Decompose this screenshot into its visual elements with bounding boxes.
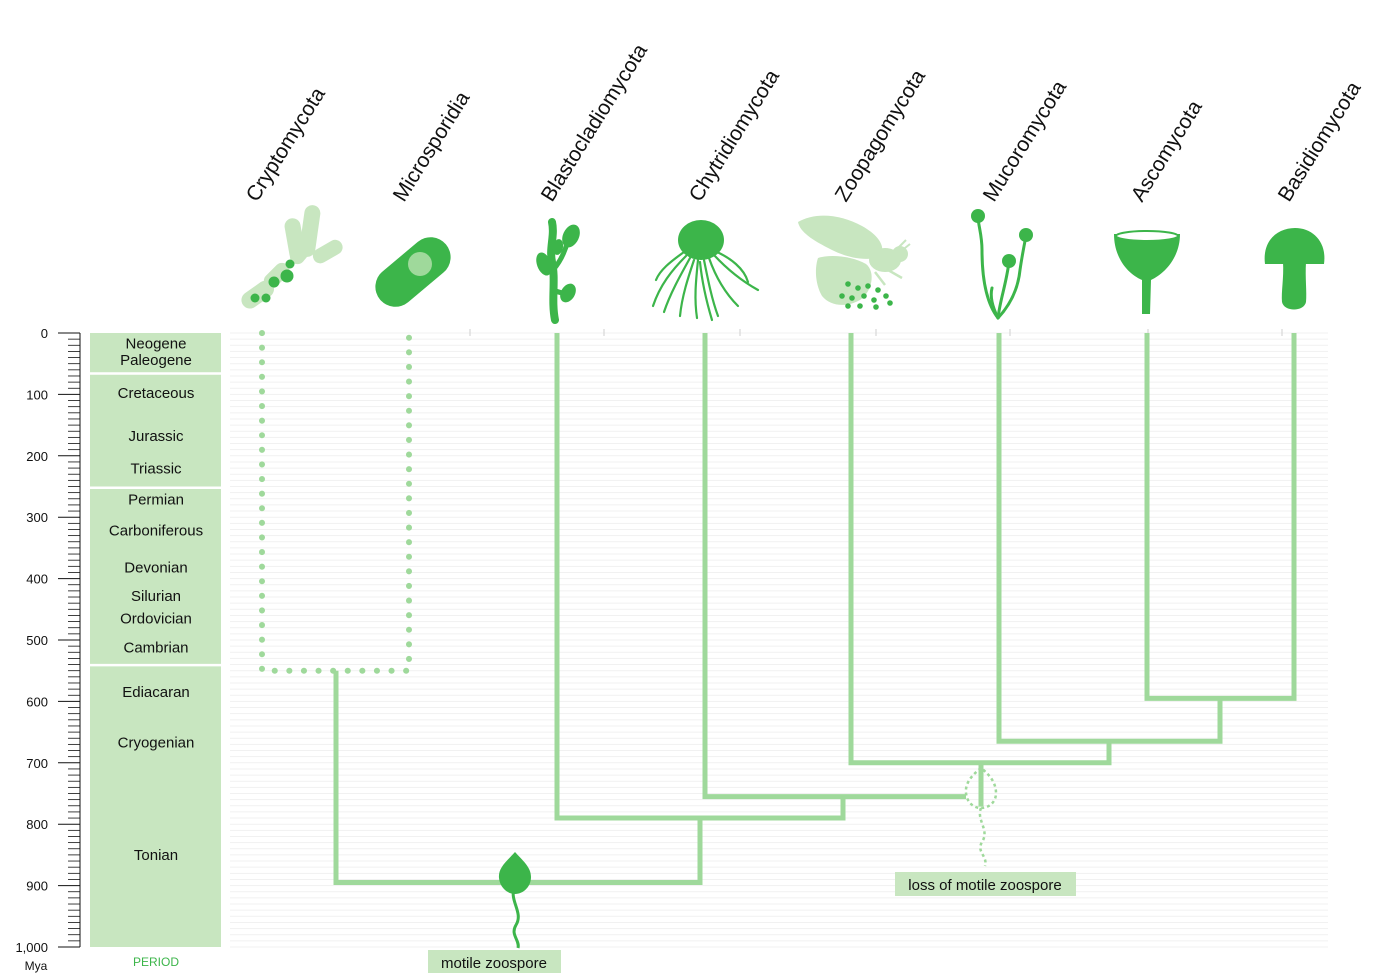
period-label: Jurassic xyxy=(128,428,184,445)
branch-blastocladiomycota xyxy=(554,333,846,821)
zoospore-flagellum xyxy=(511,885,520,949)
taxon-label-zoopagomycota: Zoopagomycota xyxy=(831,65,930,205)
period-column: NeogenePaleogeneCretaceousJurassicTriass… xyxy=(90,333,221,969)
tick-label: 100 xyxy=(26,387,48,402)
tick-label: 500 xyxy=(26,633,48,648)
period-labels: NeogenePaleogeneCretaceousJurassicTriass… xyxy=(109,335,203,863)
chytridiomycota-icon xyxy=(651,220,760,322)
tick-label: 200 xyxy=(26,449,48,464)
taxon-label-microsporidia: Microsporidia xyxy=(389,87,475,205)
branch-cryptomycota-microsporidia xyxy=(259,330,412,674)
motile-zoospore-label: motile zoospore xyxy=(441,955,547,972)
period-heading: PERIOD xyxy=(133,955,179,969)
loss-of-motile-zoospore-label-background xyxy=(895,872,1076,896)
loss-of-motile-zoospore-annotation: loss of motile zoospore xyxy=(895,766,1076,896)
time-axis-minor-ticks xyxy=(68,338,80,942)
time-axis-unit: Mya xyxy=(25,959,48,973)
period-label: Ediacaran xyxy=(122,684,190,701)
branch-root xyxy=(333,670,703,886)
period-label: Devonian xyxy=(124,560,187,577)
period-label: Carboniferous xyxy=(109,523,203,540)
era-dividers xyxy=(90,372,221,667)
period-column-background xyxy=(90,333,221,947)
taxon-label-blastocladiomycota: Blastocladiomycota xyxy=(537,40,653,206)
zoopagomycota-icon xyxy=(798,215,911,310)
loss-of-motile-zoospore-label: loss of motile zoospore xyxy=(908,877,1061,894)
taxon-label-ascomycota: Ascomycota xyxy=(1127,96,1207,205)
period-label: Cryogenian xyxy=(118,735,195,752)
motile-zoospore-label-background xyxy=(428,950,561,973)
zoospore-icon xyxy=(498,852,531,894)
cryptomycota-icon xyxy=(241,205,343,309)
period-label: Ordovician xyxy=(120,611,192,628)
timeline-grid xyxy=(230,329,1328,948)
period-label: Cretaceous xyxy=(118,385,195,402)
period-label: Silurian xyxy=(131,588,181,605)
taxon-icons xyxy=(241,205,1325,324)
time-axis: 0 100 200 300 400 500 600 700 800 900 1,000 Mya xyxy=(15,326,81,973)
taxon-label-basidiomycota: Basidiomycota xyxy=(1274,77,1366,205)
period-label: Permian xyxy=(128,491,184,508)
mucoromycota-icon xyxy=(971,209,1033,320)
period-label: Tonian xyxy=(134,847,178,864)
taxon-label-mucoromycota: Mucoromycota xyxy=(979,76,1072,205)
ascomycota-icon xyxy=(1114,230,1180,314)
tick-label: 600 xyxy=(26,694,48,709)
tick-label: 800 xyxy=(26,817,48,832)
taxon-label-cryptomycota: Cryptomycota xyxy=(242,83,330,205)
taxon-labels: Cryptomycota Microsporidia Blastocladiomyc… xyxy=(242,40,1366,206)
microsporidia-icon xyxy=(375,237,451,307)
lost-zoospore-flagellum xyxy=(978,807,987,867)
motile-zoospore-annotation: motile zoospore xyxy=(428,852,561,973)
period-label: Cambrian xyxy=(123,639,188,656)
period-label: Triassic xyxy=(130,461,182,478)
basidiomycota-icon xyxy=(1264,228,1325,310)
tick-label: 0 xyxy=(41,326,48,341)
phylogenetic-tree xyxy=(259,330,1297,886)
tick-label: 400 xyxy=(26,572,48,587)
tick-label: 700 xyxy=(26,756,48,771)
lost-zoospore-outline xyxy=(964,766,998,810)
period-label: Neogene xyxy=(126,335,187,352)
tick-label: 1,000 xyxy=(15,940,48,955)
tick-label: 900 xyxy=(26,879,48,894)
taxon-label-chytridiomycota: Chytridiomycota xyxy=(685,66,784,206)
period-label: Paleogene xyxy=(120,352,192,369)
blastocladiomycota-icon xyxy=(536,218,580,324)
branch-chytridiomycota xyxy=(702,333,966,800)
time-axis-major-ticks: 0 100 200 300 400 500 600 700 800 900 1,000 xyxy=(15,326,80,955)
tick-label: 300 xyxy=(26,510,48,525)
